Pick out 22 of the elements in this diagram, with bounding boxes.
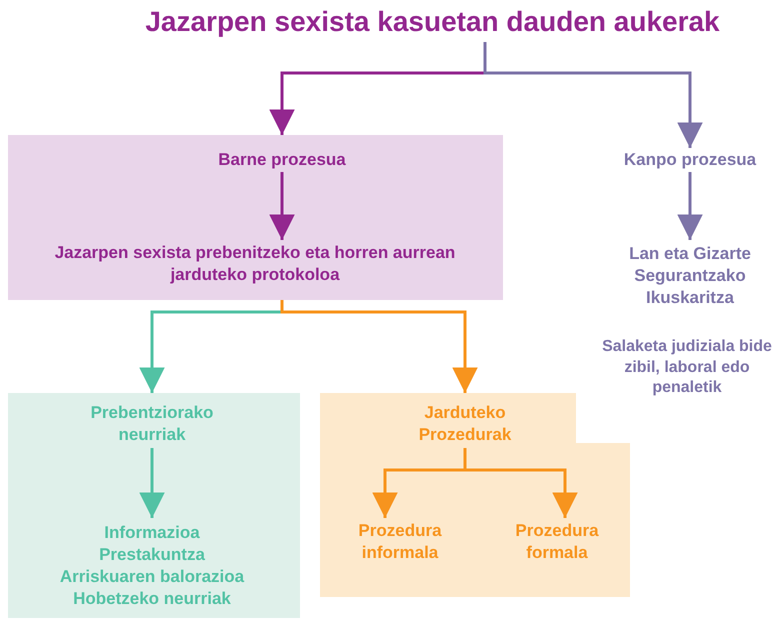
label: Jazarpen sexista prebenitzeko eta horren aurrean jarduteko protokoloa [50, 240, 460, 288]
arrow [677, 172, 703, 240]
label: Prozedura informala [330, 518, 470, 566]
title: Jazarpen sexista kasuetan dauden aukerak [100, 2, 765, 42]
label: Prebentziorako neurriak [72, 400, 232, 448]
arrow [484, 42, 703, 148]
panel [8, 135, 503, 300]
list-item: Hobetzeko neurriak [73, 588, 231, 610]
list-item: Prestakuntza [99, 544, 205, 566]
arrow [269, 172, 295, 240]
label: Salaketa judiziala bide zibil, laboral edo penaletik [596, 332, 778, 404]
label: Barne prozesua [150, 148, 414, 172]
label: Kanpo prozesua [590, 148, 778, 172]
arrow [139, 448, 165, 518]
list-item: Informazioa [104, 522, 200, 544]
list-item: Arriskuaren balorazioa [60, 566, 244, 588]
arrow [464, 448, 578, 518]
label: Prozedura formala [487, 518, 627, 566]
arrow [280, 300, 478, 393]
label: Lan eta Gizarte Segurantzako Ikuskaritza [590, 240, 778, 312]
panel [8, 393, 300, 618]
label: Jarduteko Prozedurak [400, 400, 530, 448]
